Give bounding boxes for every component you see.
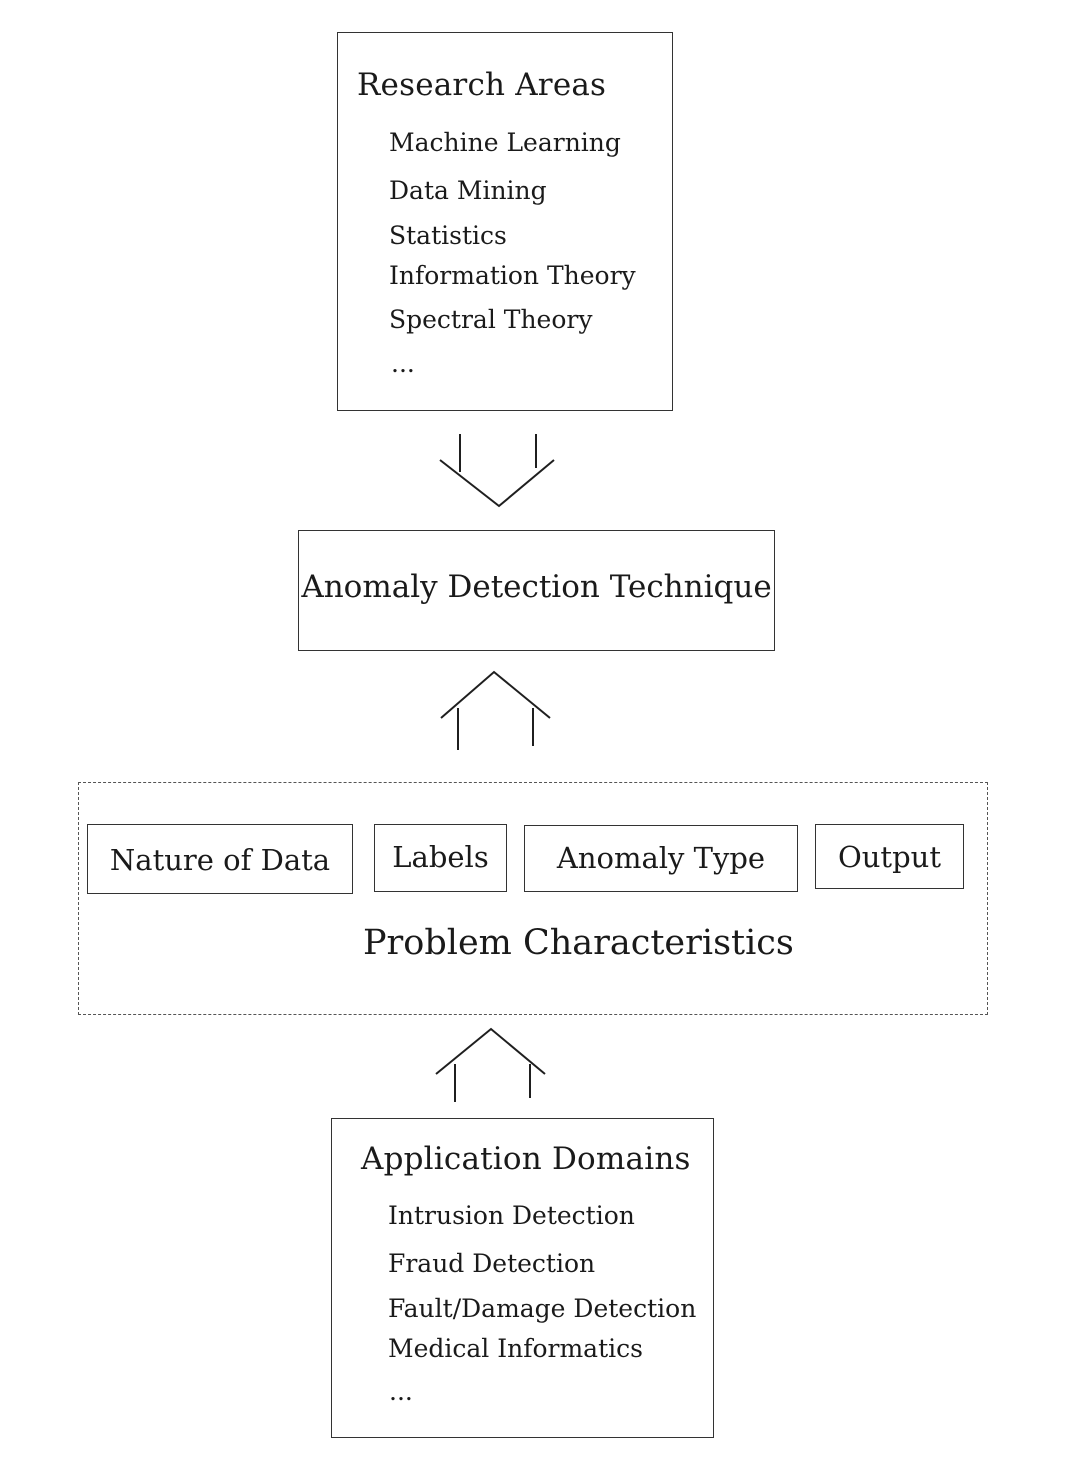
nature-of-data-label: Nature of Data (109, 843, 331, 877)
labels-box: Labels (374, 824, 507, 892)
anomaly-type-box: Anomaly Type (524, 825, 798, 892)
technique-title: Anomaly Detection Technique (301, 569, 772, 605)
application-domain-item: Intrusion Detection (388, 1201, 635, 1230)
application-domain-item: ... (389, 1377, 413, 1406)
application-domain-item: Fraud Detection (388, 1249, 596, 1278)
problem-characteristics-group (78, 782, 988, 1015)
research-area-item: ... (391, 349, 415, 378)
problem-characteristics-title: Problem Characteristics (363, 923, 794, 963)
research-area-item: Information Theory (389, 261, 636, 290)
output-label: Output (837, 840, 941, 874)
research-area-item: Statistics (389, 221, 507, 250)
technique-box: Anomaly Detection Technique (298, 530, 775, 651)
research-areas-box: Research Areas Machine Learning Data Min… (337, 32, 673, 411)
up-arrow-icon (435, 1027, 546, 1102)
application-domains-title: Application Domains (361, 1141, 691, 1177)
application-domains-box: Application Domains Intrusion Detection … (331, 1118, 714, 1438)
nature-of-data-box: Nature of Data (87, 824, 353, 894)
application-domain-item: Medical Informatics (388, 1334, 643, 1363)
application-domain-item: Fault/Damage Detection (388, 1294, 697, 1323)
output-box: Output (815, 824, 964, 889)
up-arrow-icon (440, 670, 551, 750)
anomaly-type-label: Anomaly Type (556, 841, 766, 875)
research-area-item: Data Mining (389, 176, 547, 205)
research-area-item: Spectral Theory (389, 305, 593, 334)
down-arrow-icon (439, 434, 555, 508)
research-area-item: Machine Learning (389, 128, 621, 157)
labels-label: Labels (392, 840, 489, 874)
research-areas-title: Research Areas (357, 67, 607, 103)
